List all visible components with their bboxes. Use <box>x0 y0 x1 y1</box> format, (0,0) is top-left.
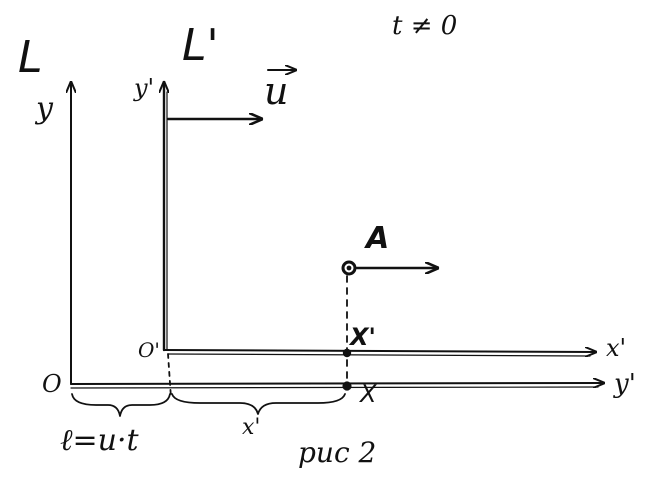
point-a-label: A <box>364 221 389 256</box>
point-x <box>342 381 352 391</box>
point-x-prime <box>342 348 352 358</box>
distance-x-prime-brace <box>171 393 346 415</box>
frame-l-label: L <box>18 32 43 83</box>
point-x-prime-label: X' <box>348 323 376 351</box>
figure-caption: рис 2 <box>298 436 376 469</box>
y-prime-axis-label: y' <box>133 74 154 102</box>
frame-l-prime-label: L' <box>182 20 219 71</box>
distance-l-brace <box>71 393 171 417</box>
velocity-label: u <box>264 69 288 113</box>
distance-l-label: ℓ=u·t <box>60 423 139 458</box>
origin-o-prime-projection <box>167 353 172 399</box>
distance-x-prime-label: x' <box>242 415 260 440</box>
x-prime-axis-end-label: x' <box>606 334 626 362</box>
origin-o-label: O <box>42 370 62 398</box>
time-condition-label: t ≠ 0 <box>392 11 457 41</box>
x-axis-edge <box>70 386 599 389</box>
origin-o-prime-label: O' <box>138 338 160 362</box>
x-axis <box>70 383 604 384</box>
point-x-label: X <box>358 380 377 408</box>
y-axis-label: y <box>34 91 54 126</box>
x-prime-axis <box>163 350 596 352</box>
point-a-core <box>346 265 352 271</box>
x-prime-axis-edge <box>167 353 591 357</box>
x-axis-end-label: y' <box>613 369 636 399</box>
